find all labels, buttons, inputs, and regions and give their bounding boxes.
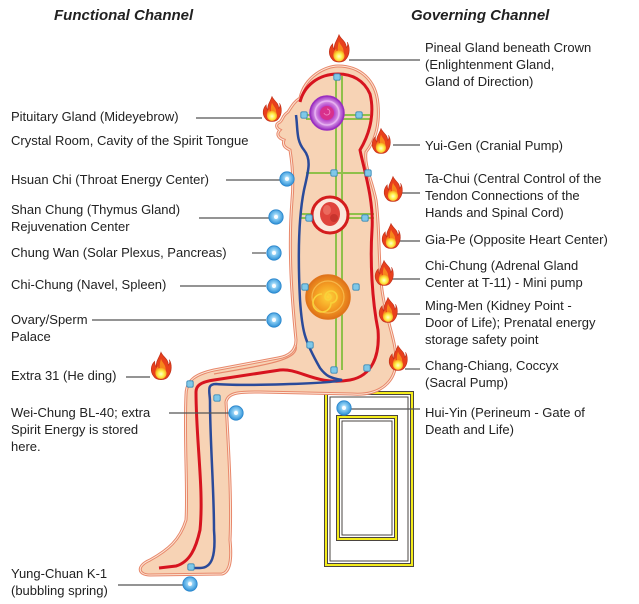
flame-icon-gia-pe xyxy=(381,223,401,249)
flame-icon-extra-31 xyxy=(150,351,172,381)
orb-icon-chi-chung-navel xyxy=(266,278,282,294)
label-chang-chiang: Chang-Chiang, Coccyx(Sacral Pump) xyxy=(425,358,559,390)
orb-icon-shan-chung xyxy=(268,209,284,225)
orb-icon-hui-yin xyxy=(336,400,352,416)
label-pituitary: Pituitary Gland (Mideyebrow) xyxy=(11,109,179,124)
orb-icon-ovary-sperm xyxy=(266,312,282,328)
label-crystal-room: Crystal Room, Cavity of the Spirit Tongu… xyxy=(11,133,249,148)
label-yui-gen: Yui-Gen (Cranial Pump) xyxy=(425,138,563,153)
flame-icon-ta-chui xyxy=(383,176,403,202)
label-yung-chuan: Yung-Chuan K-1(bubbling spring) xyxy=(11,566,108,598)
flame-icon-pineal xyxy=(328,34,350,63)
label-ming-men: Ming-Men (Kidney Point -Door of Life); P… xyxy=(425,298,596,347)
leader-lines xyxy=(92,59,420,586)
chair xyxy=(324,391,414,567)
crown-center xyxy=(309,95,345,131)
heart-center xyxy=(310,195,350,235)
governing-channel-line xyxy=(158,72,380,570)
label-pineal: Pineal Gland beneath Crown(Enlightenment… xyxy=(425,40,592,89)
label-shan-chung: Shan Chung (Thymus Gland)Rejuvenation Ce… xyxy=(11,202,181,234)
governing-channel-heading: Governing Channel xyxy=(411,7,550,24)
functional-channel-line xyxy=(190,114,343,570)
label-chi-chung-navel: Chi-Chung (Navel, Spleen) xyxy=(11,277,167,292)
label-hsuan-chi: Hsuan Chi (Throat Energy Center) xyxy=(11,172,209,187)
body-silhouette xyxy=(138,64,398,577)
orb-icon-yung-chuan xyxy=(182,576,198,592)
navel-center xyxy=(305,274,351,320)
label-extra-31: Extra 31 (He ding) xyxy=(11,368,117,383)
orb-icon-wei-chung xyxy=(228,405,244,421)
label-gia-pe: Gia-Pe (Opposite Heart Center) xyxy=(425,232,608,247)
functional-channel-heading: Functional Channel xyxy=(54,7,194,24)
label-chung-wan: Chung Wan (Solar Plexus, Pancreas) xyxy=(11,245,227,260)
flame-icon-pituitary xyxy=(262,96,282,122)
orb-icon-chung-wan xyxy=(266,245,282,261)
orb-icon-hsuan-chi xyxy=(279,171,295,187)
